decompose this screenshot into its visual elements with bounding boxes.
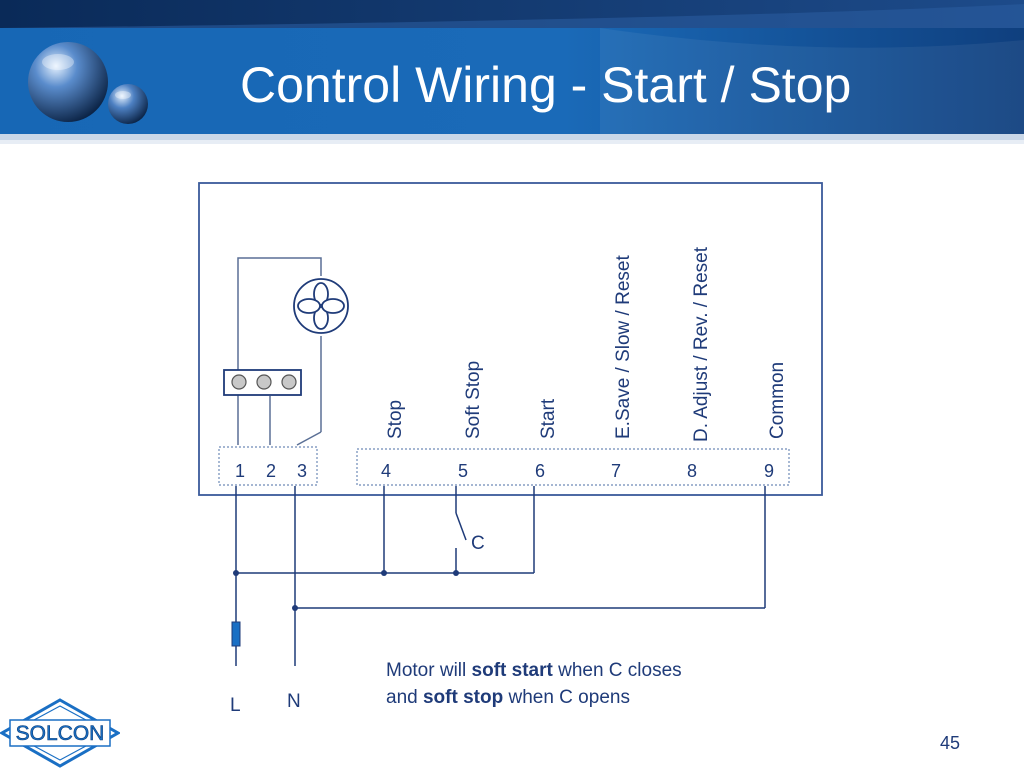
- terminal-4: 4: [381, 461, 391, 481]
- caption-bold: soft stop: [422, 687, 504, 708]
- terminal-3: 3: [297, 461, 307, 481]
- terminal-block-right: [356, 448, 790, 486]
- fuse-icon: [231, 621, 241, 647]
- contact-label: C: [471, 533, 485, 554]
- label-common: Common: [767, 362, 788, 439]
- caption-text: and: [386, 687, 423, 708]
- neutral-label: N: [287, 691, 301, 712]
- starter-enclosure: [198, 182, 823, 496]
- label-dadjust-rev-reset: D. Adjust / Rev. / Reset: [691, 246, 712, 442]
- page-number: 45: [940, 733, 961, 753]
- caption-text: Motor will: [386, 660, 472, 681]
- caption-line-2: and soft stop when C opens: [386, 684, 682, 711]
- terminal-9: 9: [764, 461, 774, 481]
- terminal-2: 2: [266, 461, 276, 481]
- connector-block-icon: [223, 369, 302, 396]
- caption-text: when C closes: [552, 660, 682, 681]
- terminal-8: 8: [687, 461, 697, 481]
- slide-title: Control Wiring - Start / Stop: [240, 57, 852, 113]
- terminal-block-left: [218, 446, 318, 486]
- header-band: [0, 0, 1024, 144]
- fan-icon: [293, 278, 349, 334]
- caption: Motor will soft start when C closes and …: [386, 657, 682, 711]
- junction-dots: [233, 570, 459, 611]
- solcon-logo: SOLCON: [0, 698, 120, 768]
- solcon-logo-text: SOLCON: [16, 722, 105, 745]
- label-esave-slow-reset: E.Save / Slow / Reset: [613, 255, 634, 439]
- caption-bold: soft start: [471, 660, 553, 681]
- terminal-5: 5: [458, 461, 468, 481]
- caption-line-1: Motor will soft start when C closes: [386, 657, 682, 684]
- globe-logo-icon: [28, 42, 148, 124]
- terminal-1: 1: [235, 461, 245, 481]
- label-start: Start: [538, 398, 559, 439]
- line-label: L: [230, 695, 241, 716]
- terminal-6: 6: [535, 461, 545, 481]
- label-stop: Stop: [385, 400, 406, 439]
- label-soft-stop: Soft Stop: [463, 361, 484, 439]
- caption-text: when C opens: [503, 687, 630, 708]
- terminal-7: 7: [611, 461, 621, 481]
